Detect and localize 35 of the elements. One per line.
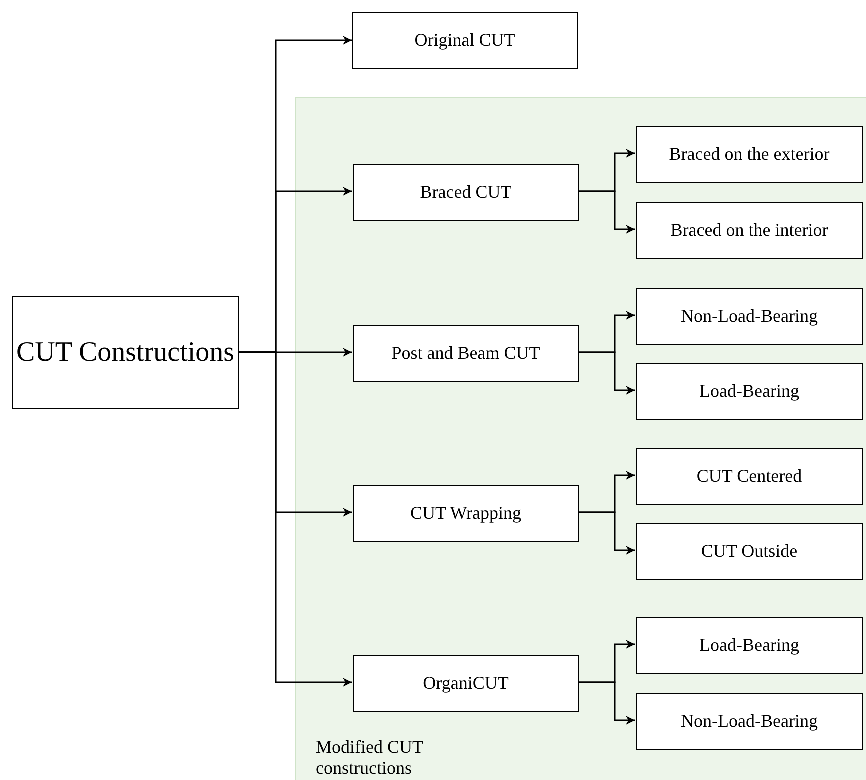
box-label: Load-Bearing: [700, 635, 800, 656]
box-label: CUT Constructions: [16, 336, 235, 370]
box-label: Non-Load-Bearing: [681, 306, 818, 327]
connector-arrow: [578, 682, 635, 725]
process-box: [353, 485, 579, 542]
process-box: [353, 325, 579, 382]
connector-arrow: [239, 352, 352, 687]
box-label: CUT Centered: [696, 466, 802, 487]
process-box: [352, 12, 578, 69]
box-label: OrganiCUT: [423, 673, 509, 694]
process-box: [636, 523, 863, 580]
group-panel: [295, 97, 866, 780]
process-box: [12, 296, 239, 409]
process-box: [636, 693, 863, 750]
process-box: [636, 448, 863, 505]
process-box: [636, 617, 863, 674]
group-label: Modified CUT constructions: [316, 736, 424, 780]
process-box: [636, 363, 863, 420]
box-label: CUT Wrapping: [410, 503, 522, 524]
process-box: [353, 655, 579, 712]
box-label: Load-Bearing: [700, 381, 800, 402]
connector-arrow: [578, 352, 635, 395]
connector-arrow: [578, 512, 635, 555]
box-label: Braced CUT: [420, 182, 512, 203]
process-box: [636, 202, 863, 259]
process-box: [636, 288, 863, 345]
box-label: Post and Beam CUT: [392, 343, 540, 364]
box-label: Braced on the exterior: [669, 144, 830, 165]
box-label: Original CUT: [414, 30, 516, 51]
box-label: Non-Load-Bearing: [681, 711, 818, 732]
process-box: [353, 164, 579, 221]
process-box: [636, 126, 863, 183]
connector-arrow: [578, 190, 635, 234]
box-label: Braced on the interior: [670, 220, 828, 241]
box-label: CUT Outside: [701, 541, 798, 562]
